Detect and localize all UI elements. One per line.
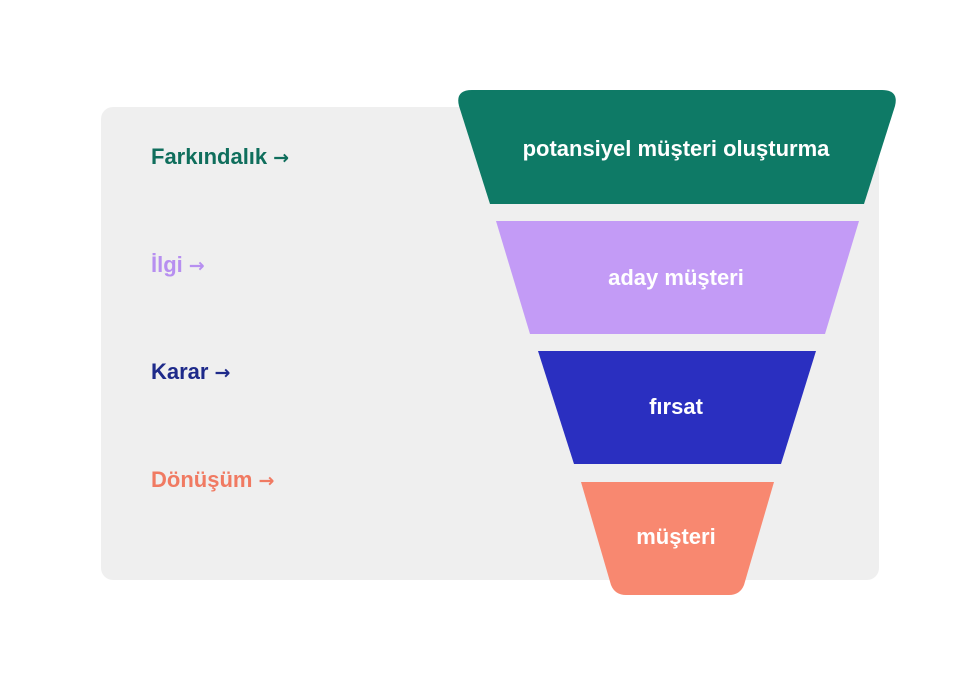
arrow-right-icon: → — [258, 470, 275, 492]
arrow-right-icon: → — [188, 255, 205, 277]
funnel-level-2 — [496, 221, 859, 334]
funnel-level-3-label: fırsat — [649, 394, 703, 419]
funnel-level-4 — [581, 482, 774, 595]
funnel-level-3 — [538, 351, 816, 464]
funnel-level-4-label: müşteri — [636, 524, 716, 549]
stage-label-text: Dönüşüm — [151, 467, 253, 492]
stage-label-awareness: Farkındalık→ — [151, 144, 289, 171]
funnel-level-1 — [458, 90, 896, 204]
funnel-level-2-label: aday müşteri — [608, 265, 744, 290]
stage-label-text: Karar — [151, 359, 209, 384]
stage-label-decision: Karar→ — [151, 359, 230, 386]
stage-label-text: Farkındalık — [151, 144, 268, 169]
stage-label-text: İlgi — [151, 252, 183, 277]
arrow-right-icon: → — [273, 147, 290, 169]
stage-label-interest: İlgi→ — [151, 252, 205, 279]
funnel-level-1-label: potansiyel müşteri oluşturma — [522, 136, 830, 161]
stage-label-conversion: Dönüşüm→ — [151, 467, 274, 494]
arrow-right-icon: → — [214, 362, 231, 384]
